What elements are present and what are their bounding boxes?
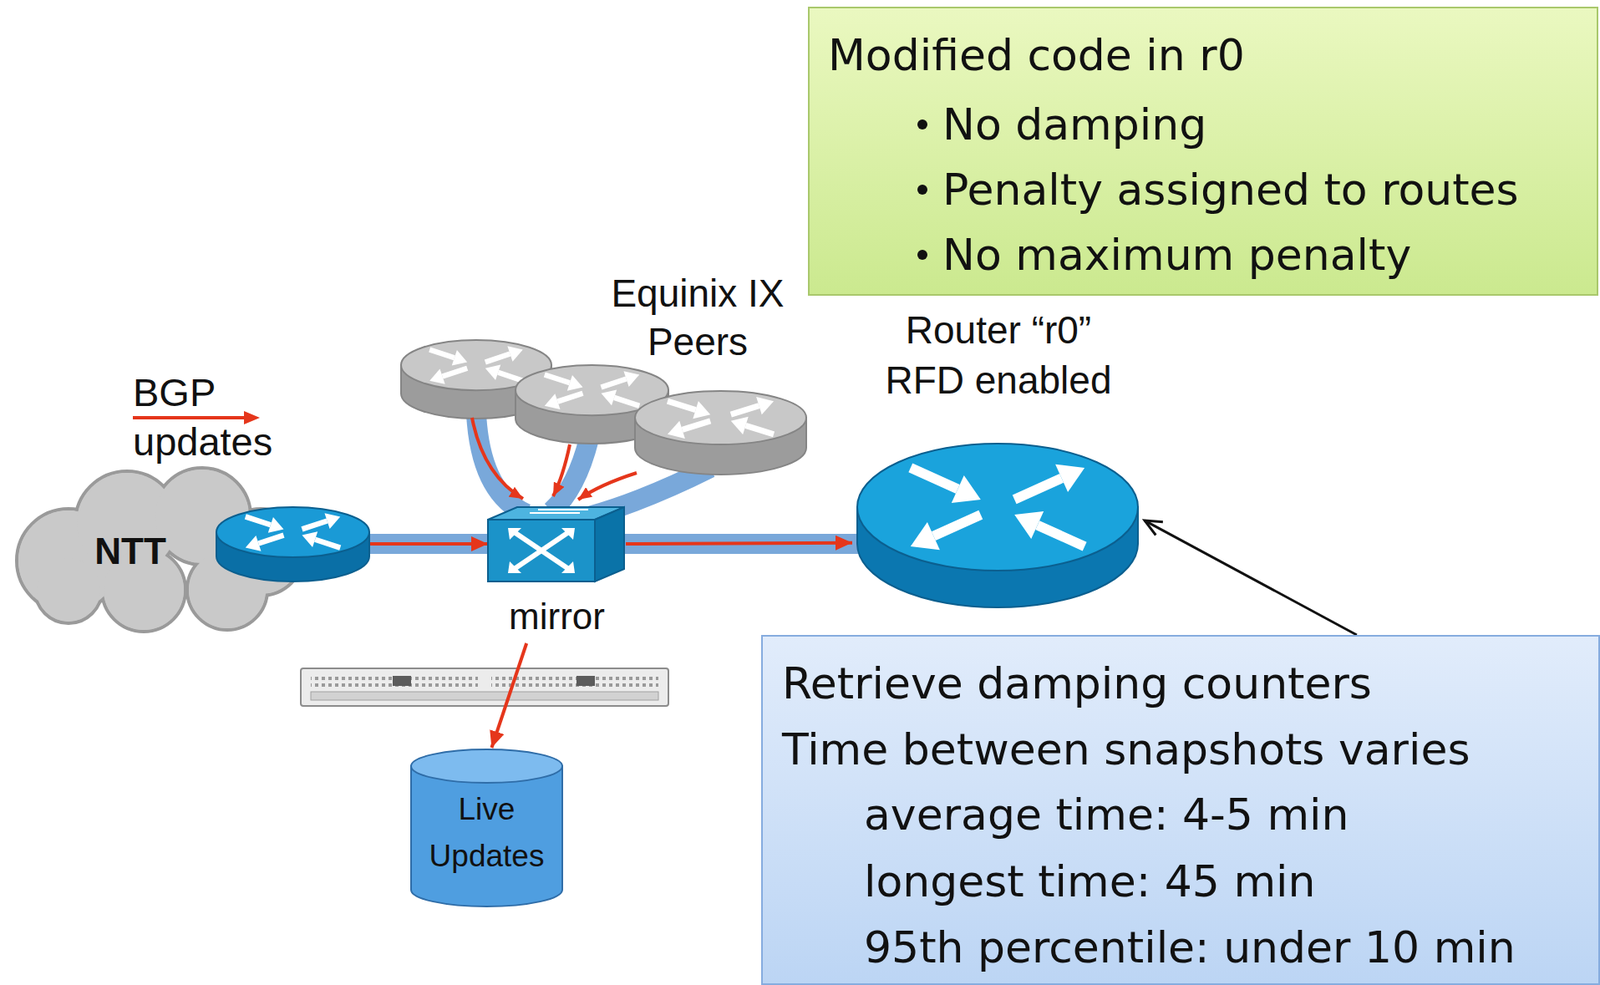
note-box: Retrieve damping countersTime between sn… xyxy=(761,634,1600,985)
note-box: Modified code in r0 No dampingPenalty ass… xyxy=(807,6,1599,296)
cylinder-top xyxy=(634,391,807,445)
box-text: mirror xyxy=(503,594,610,640)
switch-icon xyxy=(487,507,625,582)
router-arrow xyxy=(314,539,341,549)
router-arrowhead xyxy=(325,513,341,529)
router-arrowhead xyxy=(245,535,262,552)
box-text: Time between snapshots varies xyxy=(782,723,1471,776)
box-text: No maximum penalty xyxy=(942,228,1412,281)
router-arrow xyxy=(731,406,760,416)
bullet-dot xyxy=(917,119,928,130)
cloud-network: NTT xyxy=(10,464,370,628)
node-graphic xyxy=(10,464,370,628)
peer-update-arrows xyxy=(472,417,637,500)
box-text: No damping xyxy=(942,98,1207,151)
router-arrowhead xyxy=(951,475,981,503)
router-icon xyxy=(857,443,1138,608)
router-arrow xyxy=(301,521,327,530)
router-arrow xyxy=(258,535,284,544)
box-text: longest time: 45 min xyxy=(863,855,1316,908)
router-icon xyxy=(411,749,563,907)
node-graphic xyxy=(409,747,564,911)
connector-arrow xyxy=(1144,520,1357,635)
server-chassis xyxy=(300,668,669,707)
router-node: Router “r0” RFD enabled xyxy=(852,304,1145,610)
router-arrow xyxy=(600,379,626,388)
router-arrow xyxy=(245,516,271,525)
router-arrowhead xyxy=(485,365,501,381)
router-arrow xyxy=(667,401,696,411)
box-heading: Retrieve damping counters xyxy=(782,657,1372,710)
router-arrowhead xyxy=(567,375,584,392)
router-icon xyxy=(216,507,370,582)
router-arrowhead xyxy=(756,396,774,415)
router-arrow xyxy=(544,374,570,383)
router-arrowhead xyxy=(910,522,940,550)
router-arrow xyxy=(429,349,455,358)
cylinder-top xyxy=(216,507,370,558)
router-icon xyxy=(634,391,807,475)
router-arrowhead xyxy=(1014,511,1044,539)
router-arrowhead xyxy=(507,345,523,361)
cylinder-body xyxy=(411,766,563,907)
router-arrowhead xyxy=(544,393,561,410)
router-arrow xyxy=(614,397,640,407)
router-arrowhead xyxy=(301,531,318,548)
connector-arrow xyxy=(491,643,527,748)
router-arrowhead xyxy=(731,416,749,435)
group-label: Equinix IX Peers xyxy=(584,269,811,366)
box-heading: Modified code in r0 xyxy=(827,29,1245,82)
router-arrowhead xyxy=(429,368,445,384)
router-arrow xyxy=(1014,477,1062,500)
router-arrowhead xyxy=(667,421,686,439)
cylinder-top xyxy=(857,443,1138,571)
router-arrow xyxy=(910,467,958,490)
database-cylinder: Live Updates xyxy=(409,747,571,911)
router-arrowhead xyxy=(452,350,468,366)
router-arrowhead xyxy=(1055,464,1085,493)
router-arrowhead xyxy=(268,517,285,534)
router-arrow xyxy=(682,421,712,431)
router-arrow xyxy=(1037,525,1085,548)
router-arrow xyxy=(557,393,583,402)
router-arrowhead xyxy=(600,389,617,406)
cylinder-top xyxy=(411,749,563,783)
router-arrow xyxy=(442,368,468,377)
box-text: average time: 4-5 min xyxy=(863,788,1349,841)
router-arrowhead xyxy=(623,370,640,387)
router-arrow xyxy=(497,372,524,381)
connector-arrow xyxy=(369,542,488,546)
box-text: Penalty assigned to routes xyxy=(942,163,1519,216)
box-text: Live Updates xyxy=(409,786,564,880)
bullet-dot xyxy=(917,249,928,260)
box-text: NTT xyxy=(67,528,194,574)
router-arrow xyxy=(933,514,981,537)
flow-label: BGP updates xyxy=(132,367,288,467)
box-text: Router “r0” RFD enabled xyxy=(868,304,1128,406)
router-arrow xyxy=(485,354,511,363)
box-text: 95th percentile: under 10 min xyxy=(863,921,1516,974)
router-arrowhead xyxy=(692,401,711,419)
connector-arrow xyxy=(625,543,853,544)
router-arrow xyxy=(745,425,774,435)
bullet-dot xyxy=(917,184,928,195)
switch-node: mirror xyxy=(487,501,626,644)
